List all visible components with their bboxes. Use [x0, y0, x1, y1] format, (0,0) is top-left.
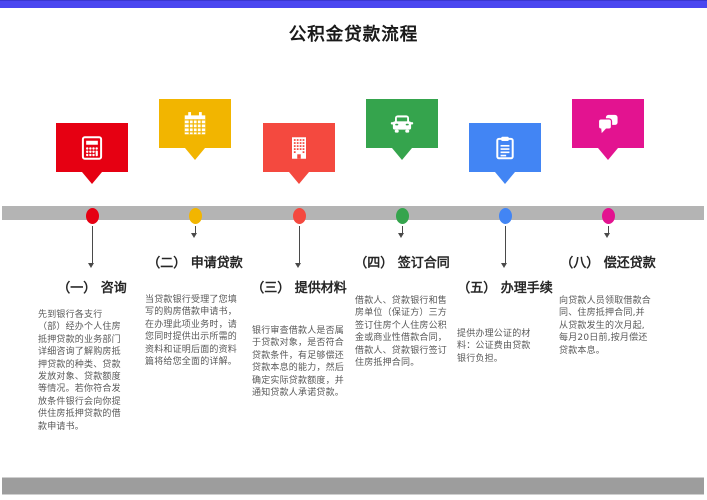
step-heading: （四） 签订合同: [354, 256, 450, 271]
timeline-dot: [85, 208, 99, 224]
building-icon: [285, 134, 313, 162]
arrow-down-icon: [88, 263, 94, 268]
step-description: 先到银行各支行（部）经办个人住房抵押贷款的业务部门详细咨询了解购房抵押贷款的种类…: [38, 310, 121, 432]
step-description: 向贷款人员领取借款合同、住房抵押合同,并从贷款发生的次月起,每月20日前,按月偿…: [559, 296, 652, 356]
arrow-line: [504, 226, 506, 263]
arrow-line: [194, 226, 196, 233]
timeline-dot: [292, 208, 306, 224]
arrow-down-icon: [501, 263, 507, 268]
icon-bubble: [469, 123, 541, 184]
step-description: 当贷款银行受理了您填写的购房借款申请书，在办理此项业务时，请您同时提供出示所需的…: [145, 295, 238, 368]
top-accent-bar: [0, 0, 707, 8]
timeline-dot: [188, 208, 202, 224]
arrow-line: [607, 226, 609, 233]
icon-bubble: [572, 99, 644, 160]
chat-icon: [594, 110, 622, 138]
car-icon: [388, 110, 416, 138]
timeline-bar: [2, 206, 704, 220]
icon-bubble: [56, 123, 128, 184]
page-title: 公积金贷款流程: [288, 25, 419, 45]
step-description: 银行审查借款人是否属于贷款对象，是否符合贷款条件，有足够偿还贷款本息的能力，然后…: [252, 326, 345, 399]
step-heading: （二） 申请贷款: [147, 256, 243, 271]
timeline-dot: [601, 208, 615, 224]
step-heading: （三） 提供材料: [251, 281, 347, 296]
step-heading: （八） 偿还贷款: [560, 256, 656, 271]
clipboard-icon: [491, 134, 519, 162]
timeline-dot: [498, 208, 512, 224]
step-heading: （五） 办理手续: [457, 281, 553, 296]
timeline-dot: [395, 208, 409, 224]
calculator-icon: [78, 134, 106, 162]
calendar-icon: [181, 110, 209, 138]
step-description: 提供办理公证的材料：公证费由贷款银行负担。: [457, 329, 531, 364]
icon-bubble: [159, 99, 231, 160]
arrow-down-icon: [398, 233, 404, 238]
icon-bubble: [263, 123, 335, 184]
arrow-line: [298, 226, 300, 263]
arrow-down-icon: [295, 263, 301, 268]
arrow-down-icon: [604, 233, 610, 238]
arrow-line: [401, 226, 403, 233]
icon-bubble: [366, 99, 438, 160]
step-heading: （一） 咨询: [57, 281, 127, 296]
arrow-line: [91, 226, 93, 263]
footer-bar: [2, 477, 704, 495]
step-description: 借款人、贷款银行和售房单位（保证方）三方签订住房个人住房公积金或商业性借款合同，…: [355, 296, 448, 369]
arrow-down-icon: [191, 233, 197, 238]
